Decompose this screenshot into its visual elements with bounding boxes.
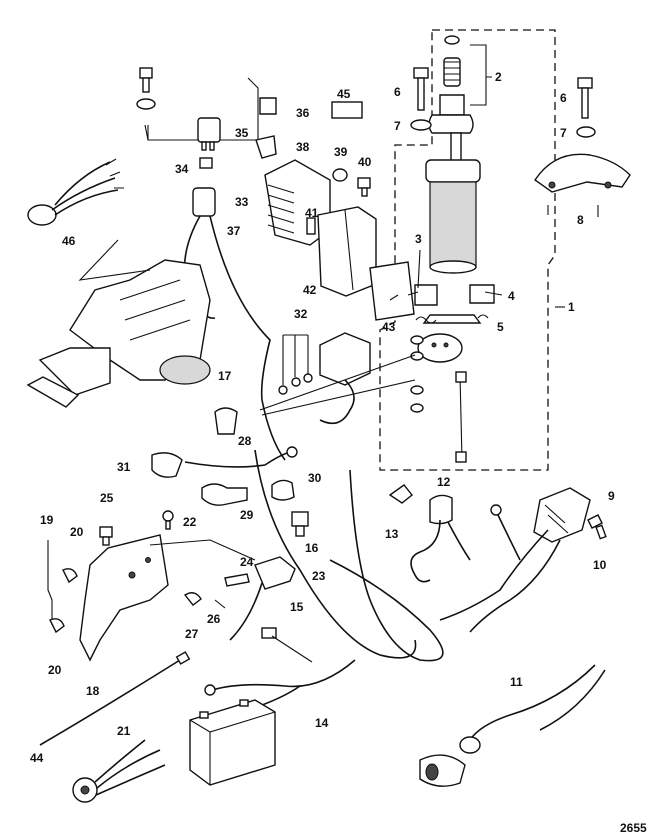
bracket-36-38 — [255, 97, 277, 159]
callout-27: 27 — [185, 627, 199, 641]
wire-33b — [209, 215, 286, 461]
callout-40: 40 — [358, 155, 372, 169]
callout-8: 8 — [577, 213, 584, 227]
connector-33 — [192, 187, 216, 217]
callout-24: 24 — [240, 555, 254, 569]
callout-32: 32 — [294, 307, 308, 321]
callout-33: 33 — [235, 195, 249, 209]
callout-7-left: 7 — [394, 119, 401, 133]
battery — [189, 699, 276, 786]
fitting-16 — [291, 511, 309, 537]
callout-12: 12 — [437, 475, 451, 489]
callout-4: 4 — [508, 289, 515, 303]
callout-44: 44 — [30, 751, 44, 765]
starter-bracket — [534, 77, 631, 217]
pin-26 — [214, 599, 226, 609]
screw-41 — [306, 217, 316, 235]
callout-10: 10 — [593, 558, 607, 572]
callout-39: 39 — [334, 145, 348, 159]
solenoid-32 — [278, 332, 371, 395]
callout-1: 1 — [568, 300, 575, 314]
harness-46 — [27, 158, 124, 226]
bracket-13 — [388, 484, 413, 504]
spacer-39-bolt-40 — [332, 168, 371, 197]
cable-21 — [39, 651, 191, 746]
callout-25: 25 — [100, 491, 114, 505]
fuse-34 — [199, 157, 213, 169]
screw-22 — [162, 510, 174, 530]
boot-31 — [151, 452, 183, 478]
figure-number: 2655 — [620, 821, 647, 835]
tie-15 — [261, 627, 313, 663]
module-42 — [317, 206, 377, 297]
callout-36: 36 — [296, 106, 310, 120]
bolt-10 — [587, 514, 607, 540]
callout-31: 31 — [117, 460, 131, 474]
callout-6-right: 6 — [560, 91, 567, 105]
callout-26: 26 — [207, 612, 221, 626]
lever-23 — [229, 556, 296, 641]
boot-30 — [271, 479, 295, 501]
bolt-washer-left — [410, 67, 432, 131]
label-45 — [331, 101, 363, 119]
cable-28 — [184, 446, 298, 468]
callout-11: 11 — [510, 675, 523, 689]
bolt-top-left — [136, 67, 156, 110]
callout-34: 34 — [175, 162, 189, 176]
bolt-25 — [99, 526, 113, 546]
callout-18: 18 — [86, 684, 100, 698]
callout-6-left: 6 — [394, 85, 401, 99]
regulator-9 — [439, 487, 591, 633]
leader-solenoid — [259, 354, 416, 411]
callout-2: 2 — [495, 70, 502, 84]
callout-15: 15 — [290, 600, 304, 614]
sleeve-24 — [224, 573, 250, 587]
callout-14: 14 — [315, 716, 329, 730]
remote-control-housing — [26, 259, 211, 408]
bracket-18 — [79, 534, 169, 662]
stator-11 — [419, 664, 606, 787]
callout-45: 45 — [337, 87, 351, 101]
callout-22: 22 — [183, 515, 197, 529]
callout-35: 35 — [235, 126, 249, 140]
clip-27 — [183, 592, 202, 606]
callout-5: 5 — [497, 320, 504, 334]
callout-19: 19 — [40, 513, 54, 527]
boot-17 — [214, 407, 238, 435]
rod-19 — [47, 540, 53, 625]
callout-37: 37 — [227, 224, 241, 238]
harness-44 — [72, 739, 166, 803]
callout-3: 3 — [415, 232, 422, 246]
callout-20-bottom: 20 — [48, 663, 62, 677]
callout-30: 30 — [308, 471, 322, 485]
callout-9: 9 — [608, 489, 615, 503]
pad-43 — [369, 261, 415, 321]
boot-29 — [201, 483, 248, 506]
callout-46: 46 — [62, 234, 76, 248]
callout-38: 38 — [296, 140, 310, 154]
callout-7-right: 7 — [560, 126, 567, 140]
callout-labels: 1 2 3 4 5 6 6 7 7 8 9 10 11 12 13 14 15 … — [30, 70, 615, 765]
callout-28: 28 — [238, 434, 252, 448]
relay-35 — [197, 117, 221, 151]
callout-42: 42 — [303, 283, 317, 297]
clips-20 — [49, 568, 78, 634]
callout-41: 41 — [305, 206, 319, 220]
callout-21: 21 — [117, 724, 131, 738]
switch-12 — [410, 494, 471, 583]
callout-29: 29 — [240, 508, 254, 522]
callout-43: 43 — [382, 320, 396, 334]
callout-13: 13 — [385, 527, 399, 541]
callout-16: 16 — [305, 541, 319, 555]
callout-20-top: 20 — [70, 525, 84, 539]
callout-17: 17 — [218, 369, 232, 383]
callout-23: 23 — [312, 569, 326, 583]
starter-motor-group — [379, 29, 565, 471]
